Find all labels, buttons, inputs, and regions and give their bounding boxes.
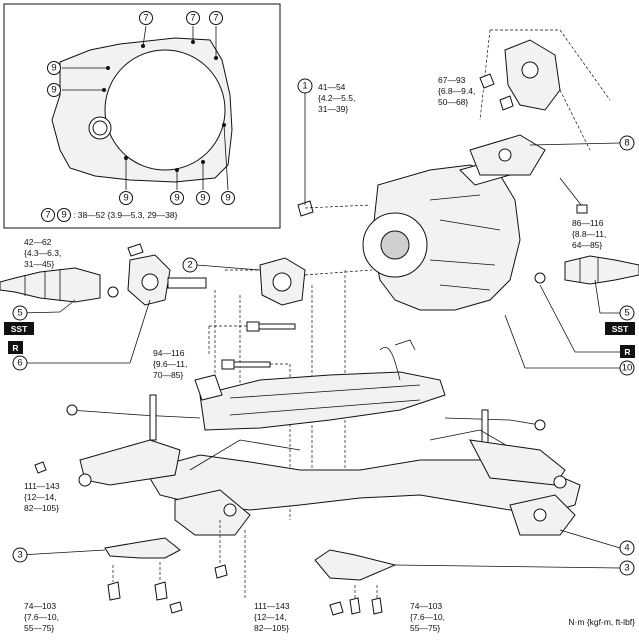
svg-text:7: 7 — [143, 13, 148, 24]
svg-text:{4.3—6.3,: {4.3—6.3, — [24, 248, 61, 258]
front-crossmember — [144, 429, 581, 536]
svg-text:R: R — [624, 347, 630, 357]
svg-text:31—45}: 31—45} — [24, 259, 54, 269]
svg-text:9: 9 — [51, 85, 56, 96]
svg-text:74—103: 74—103 — [410, 601, 442, 611]
svg-text:67—93: 67—93 — [438, 75, 466, 85]
callout-5-right: 5 — [619, 305, 635, 321]
svg-text:SST: SST — [11, 324, 28, 334]
sst-badge-right: SST — [605, 322, 635, 335]
torque-spec-2: 67—93 {6.8—9.4, 50—68} — [438, 75, 475, 107]
svg-text:9: 9 — [61, 210, 66, 221]
svg-text:55—75}: 55—75} — [24, 623, 54, 633]
svg-text:41—54: 41—54 — [318, 82, 346, 92]
torque-spec-4: 42—62 {4.3—6.3, 31—45} — [24, 237, 61, 269]
r-badge-right: R — [620, 345, 635, 358]
bolt-1 — [297, 200, 314, 217]
callout-1: 1 — [297, 78, 313, 94]
inset-callout-7: 7 7 7 — [139, 11, 223, 25]
svg-text:{4.2—5.5,: {4.2—5.5, — [318, 93, 355, 103]
svg-text:86—116: 86—116 — [572, 218, 604, 228]
units-label: N·m {kgf-m, ft-lbf} — [568, 617, 635, 627]
svg-text:SST: SST — [612, 324, 629, 334]
torque-spec-6: 111—143 {12—14, 82—105} — [24, 481, 60, 513]
svg-text:{8.8—11,: {8.8—11, — [572, 229, 606, 239]
svg-text:2: 2 — [187, 260, 192, 271]
callout-8: 8 — [619, 135, 635, 151]
svg-text:{12—14,: {12—14, — [254, 612, 287, 622]
inset-torque-spec: : 38—52 {3.9—5.3, 29—38} — [73, 210, 178, 220]
callout-5-left: 5 — [12, 305, 28, 321]
torque-spec-5: 94—116 {9.6—11, 70—85} — [153, 348, 187, 380]
steering-gear — [194, 339, 446, 431]
left-driveshaft — [0, 267, 119, 303]
svg-text:42—62: 42—62 — [24, 237, 52, 247]
callout-3-right: 3 — [619, 560, 635, 576]
svg-text:50—68}: 50—68} — [438, 97, 468, 107]
svg-text:9: 9 — [225, 193, 230, 204]
svg-text:74—103: 74—103 — [24, 601, 56, 611]
torque-spec-3: 86—116 {8.8—11, 64—85} — [572, 218, 606, 250]
svg-text:{6.8—9.4,: {6.8—9.4, — [438, 86, 475, 96]
nut-left — [34, 461, 47, 474]
callout-4: 4 — [619, 540, 635, 556]
svg-text:5: 5 — [17, 308, 22, 319]
torque-spec-1: 41—54 {4.2—5.5, 31—39} — [318, 82, 355, 114]
svg-text:6: 6 — [17, 358, 22, 369]
svg-text:7: 7 — [45, 210, 50, 221]
left-knuckle — [127, 243, 207, 306]
svg-text:{12—14,: {12—14, — [24, 492, 57, 502]
svg-text:R: R — [12, 343, 18, 353]
engine-mount — [469, 29, 611, 214]
svg-text:4: 4 — [624, 543, 629, 554]
svg-text:64—85}: 64—85} — [572, 240, 602, 250]
mount-bolts-center — [208, 321, 296, 520]
svg-text:9: 9 — [123, 193, 128, 204]
svg-text:{9.6—11,: {9.6—11, — [153, 359, 187, 369]
svg-text:8: 8 — [624, 138, 629, 149]
inset-callout-9: 9 9 9 9 9 9 — [47, 61, 235, 205]
oil-pump-part — [214, 257, 373, 470]
svg-text:5: 5 — [624, 308, 629, 319]
svg-text:3: 3 — [624, 563, 629, 574]
callout-2: 2 — [182, 257, 198, 273]
svg-text:1: 1 — [302, 81, 307, 92]
svg-text:3: 3 — [17, 550, 22, 561]
svg-text:9: 9 — [174, 193, 179, 204]
torque-spec-9: 74—103 {7.6—10, 55—75} — [410, 601, 445, 633]
svg-text:{7.6—10,: {7.6—10, — [410, 612, 445, 622]
svg-text:55—75}: 55—75} — [410, 623, 440, 633]
torque-spec-8: 111—143 {12—14, 82—105} — [254, 601, 290, 633]
transaxle-assembly — [362, 159, 521, 311]
lower-brackets — [104, 520, 397, 616]
svg-text:7: 7 — [213, 13, 218, 24]
svg-text:31—39}: 31—39} — [318, 104, 348, 114]
svg-text:10: 10 — [622, 363, 633, 374]
svg-text:70—85}: 70—85} — [153, 370, 183, 380]
right-driveshaft — [534, 255, 639, 285]
svg-text:{7.6—10,: {7.6—10, — [24, 612, 59, 622]
svg-text:9: 9 — [200, 193, 205, 204]
svg-text:7: 7 — [190, 13, 195, 24]
svg-text:94—116: 94—116 — [153, 348, 185, 358]
lower-arms — [78, 439, 567, 489]
svg-text:111—143: 111—143 — [254, 601, 290, 611]
svg-text:111—143: 111—143 — [24, 481, 60, 491]
sst-badge-left: SST — [4, 322, 34, 335]
callout-6: 6 — [12, 355, 28, 371]
svg-text:9: 9 — [51, 63, 56, 74]
torque-spec-7: 74—103 {7.6—10, 55—75} — [24, 601, 59, 633]
svg-text:82—105}: 82—105} — [254, 623, 289, 633]
callout-3-left: 3 — [12, 547, 28, 563]
callout-10: 10 — [619, 360, 635, 376]
inset-panel: 7 7 7 9 9 9 9 9 9 7 9 : 38—52 {3.9—5.3, … — [3, 3, 281, 229]
svg-text:82—105}: 82—105} — [24, 503, 59, 513]
r-badge-left: R — [8, 341, 23, 354]
